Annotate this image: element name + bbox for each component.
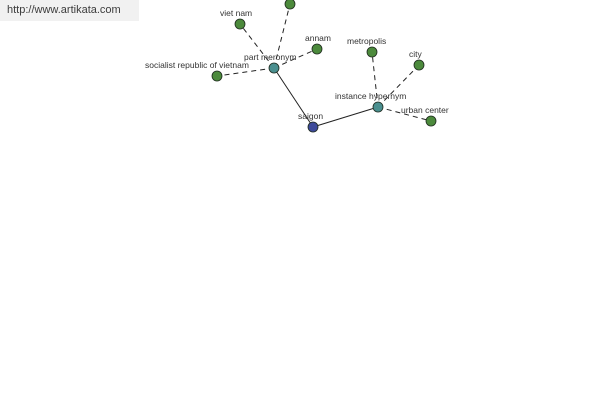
node-label-viet-nam: viet nam xyxy=(220,8,252,18)
node-label-annam: annam xyxy=(305,33,331,43)
node-part-meronym[interactable] xyxy=(268,62,280,74)
edge-part_meronym-top_node xyxy=(273,3,291,69)
node-label-city: city xyxy=(409,49,423,59)
edge-saigon-instance_hypernym xyxy=(312,106,379,128)
edges-layer xyxy=(216,3,432,128)
edge-instance_hypernym-metropolis xyxy=(371,51,379,108)
edge-part_meronym-viet_nam xyxy=(239,23,275,69)
url-banner: http://www.artikata.com xyxy=(0,0,139,21)
edge-part_meronym-socialist_republic xyxy=(216,67,275,77)
labels-layer: saigon part meronym instance hypernym viet … xyxy=(145,8,449,121)
node-label-instance-hypernym: instance hypernym xyxy=(335,91,406,101)
edge-saigon-part_meronym xyxy=(273,67,314,128)
node-urban-center[interactable] xyxy=(425,115,437,127)
node-label-part-meronym: part meronym xyxy=(244,52,296,62)
edge-part_meronym-annam xyxy=(273,48,318,69)
node-city[interactable] xyxy=(413,59,425,71)
nodes-layer xyxy=(211,0,437,133)
node-metropolis[interactable] xyxy=(366,46,378,58)
node-label-saigon: saigon xyxy=(298,111,323,121)
node-label-urban-center: urban center xyxy=(401,105,449,115)
edge-instance_hypernym-urban_center xyxy=(377,106,432,122)
site-url[interactable]: http://www.artikata.com xyxy=(7,4,121,16)
node-viet-nam[interactable] xyxy=(234,18,246,30)
node-top-node[interactable] xyxy=(284,0,296,10)
node-annam[interactable] xyxy=(311,43,323,55)
node-instance-hypernym[interactable] xyxy=(372,101,384,113)
node-saigon[interactable] xyxy=(307,121,319,133)
edge-instance_hypernym-city xyxy=(377,64,420,108)
node-label-metropolis: metropolis xyxy=(347,36,386,46)
node-socialist-republic[interactable] xyxy=(211,70,223,82)
node-label-socialist-republic: socialist republic of vietnam xyxy=(145,60,249,70)
